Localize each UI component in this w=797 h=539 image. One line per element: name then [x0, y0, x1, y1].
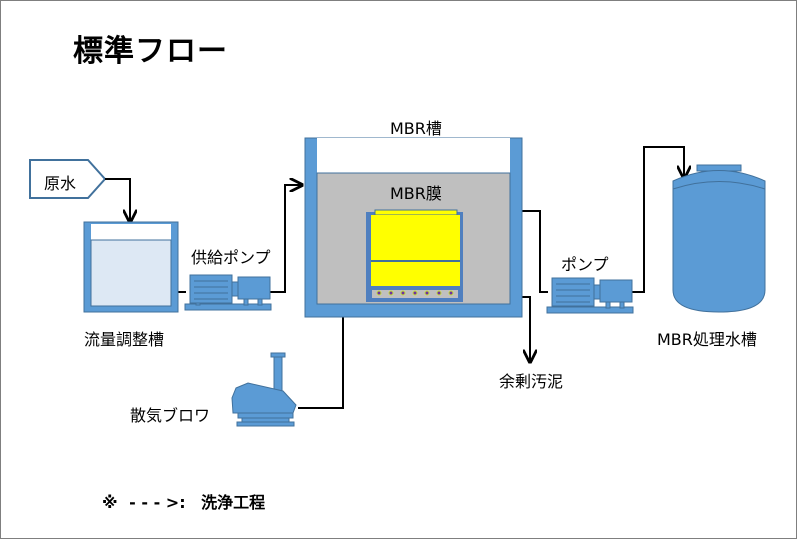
raw-water-node: [29, 159, 107, 199]
legend-label: 洗浄工程: [201, 493, 266, 512]
treated-water-tank-label: MBR処理水槽: [657, 330, 757, 349]
feedpump-to-mbr-line: [270, 185, 302, 293]
raw-to-equalization-line: [105, 178, 130, 222]
pump-icon: [546, 277, 634, 314]
excess-sludge-label: 余剰汚泥: [499, 372, 564, 391]
aeration-blower-label: 散気ブロワ: [130, 406, 211, 425]
legend: ※ - - - >: 洗浄工程: [102, 489, 265, 513]
raw-water-label: 原水: [44, 174, 77, 193]
legend-symbol: ※: [102, 493, 118, 512]
treated-water-tank-icon: [672, 164, 766, 313]
legend-separator: :: [179, 493, 186, 512]
mbr-membrane-module: [366, 209, 463, 302]
feed-pump-label: 供給ポンプ: [191, 248, 271, 267]
mbr-membrane-label: MBR膜: [390, 184, 442, 203]
equalization-tank-label: 流量調整槽: [84, 330, 165, 349]
mbr-tank: [304, 137, 523, 318]
diagram-title: 標準フロー: [73, 34, 228, 69]
legend-dashed-arrow: - - - >: [129, 493, 180, 512]
pump-label: ポンプ: [561, 255, 609, 274]
equalization-tank: [83, 221, 179, 313]
mbr-tank-label: MBR槽: [390, 119, 442, 138]
pump-to-treated-line: [631, 146, 684, 293]
aeration-blower-icon: [231, 352, 297, 427]
feed-pump-icon: [184, 274, 272, 311]
